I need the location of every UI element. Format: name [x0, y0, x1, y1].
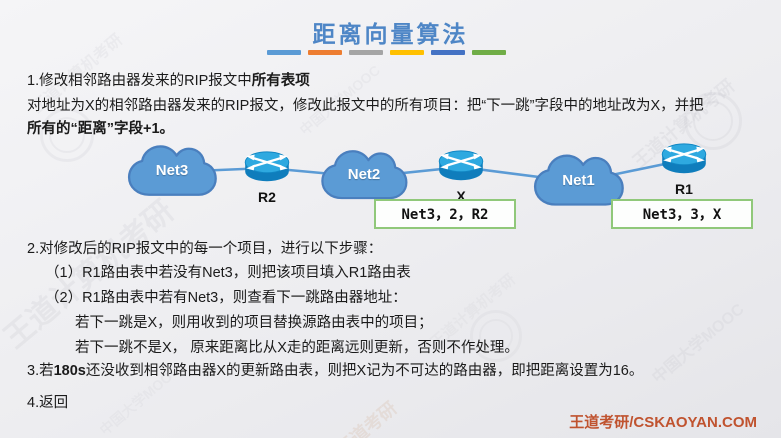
router-icon [438, 150, 484, 181]
page-title: 距离向量算法 [312, 21, 469, 47]
cloud-label: Net3 [155, 162, 189, 179]
intro-line-1: 1.修改相邻路由器发来的RIP报文中所有表项 [27, 72, 310, 90]
router-r2: R2 [241, 149, 293, 205]
accent-bar [390, 50, 424, 55]
intro-line-1-text: 1.修改相邻路由器发来的RIP报文中 [27, 73, 252, 89]
accent-bar [431, 50, 465, 55]
network-cloud-net1: Net1 [532, 153, 625, 211]
router-r1: R1 [658, 141, 710, 197]
step-3: 3.若180s还没收到相邻路由器X的更新路由表，则把X记为不可达的路由器，即把距… [27, 362, 643, 380]
intro-line-2: 对地址为X的相邻路由器发来的RIP报文，修改此报文中的所有项目：把“下一跳”字段… [27, 98, 704, 114]
intro-line-1-bold: 所有表项 [251, 73, 310, 89]
route-entry-box-x: Net3，2，R2 [374, 199, 516, 229]
step-3-post: 还没收到相邻路由器X的更新路由表，则把X记为不可达的路由器，即把距离设置为16。 [85, 363, 644, 379]
cloud-icon [533, 154, 624, 206]
accent-bar [267, 50, 301, 55]
step-2: 2.对修改后的RIP报文中的每一个项目，进行以下步骤： [27, 241, 383, 257]
router-label: R1 [675, 181, 693, 197]
accent-bar [308, 50, 342, 55]
step-2-2a: 若下一跳是X，则用收到的项目替换源路由表中的项目； [75, 315, 433, 331]
step-3-pre: 3.若 [27, 363, 54, 379]
accent-bar [472, 50, 506, 55]
step-2-2b: 若下一跳不是X， 原来距离比从X走的距离远则更新，否则不作处理。 [75, 340, 519, 356]
router-label: R2 [258, 189, 276, 205]
router-icon [661, 143, 707, 174]
network-cloud-net2: Net2 [319, 149, 409, 204]
intro-line-3: 所有的“距离”字段+1。 [27, 121, 175, 137]
route-entry-box-r1: Net3，3，X [611, 199, 753, 229]
step-2-2: （2）R1路由表中若有Net3，则查看下一跳路由器地址： [45, 290, 407, 306]
step-4: 4.返回 [27, 395, 69, 411]
router-x: X [435, 148, 487, 204]
step-2-1: （1）R1路由表中若没有Net3，则把该项目填入R1路由表 [45, 265, 411, 281]
accent-bars [267, 50, 506, 55]
router-label: X [456, 188, 466, 204]
footer-brand: 王道考研/CSKAOYAN.COM [569, 414, 757, 431]
cloud-icon [127, 145, 217, 196]
accent-bar [349, 50, 383, 55]
network-cloud-net3: Net3 [126, 144, 218, 201]
router-icon [244, 151, 290, 182]
cloud-label: Net2 [347, 166, 381, 183]
step-3-bold: 180s [53, 363, 86, 379]
cloud-label: Net1 [562, 171, 595, 189]
cloud-icon [321, 150, 408, 200]
